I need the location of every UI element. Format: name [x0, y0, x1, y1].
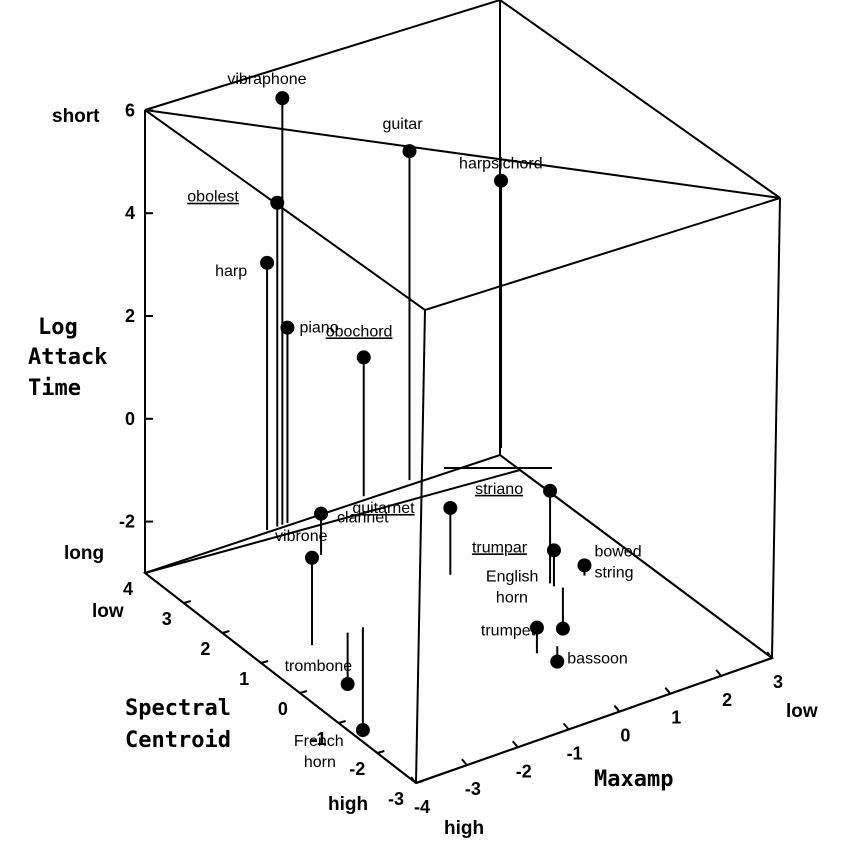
point-label: French — [294, 733, 344, 750]
x-axis-title: Maxamp — [594, 767, 673, 792]
z-low-label: long — [64, 543, 104, 564]
point-label: harp — [215, 263, 247, 280]
point-label: vibraphone — [227, 71, 306, 88]
point-label: obochord — [326, 323, 393, 340]
point-label: horn — [496, 590, 528, 607]
z-tick-label: 2 — [125, 306, 135, 326]
point-label: trumpet — [481, 623, 536, 640]
y-axis-title-line2: Centroid — [125, 728, 231, 753]
point-marker — [494, 173, 509, 188]
z-axis-ticks: -2 0 2 4 6 — [119, 100, 153, 532]
y-tick-label: 2 — [200, 639, 210, 659]
point-marker — [555, 621, 570, 636]
x-axis-ticks: -4 -3 -2 -1 0 1 2 3 — [410, 651, 783, 817]
y-tick-label: 3 — [162, 609, 172, 629]
y-low-label: high — [328, 794, 368, 815]
stem-lines — [266, 98, 586, 731]
point-marker — [577, 558, 592, 573]
point-label: English — [486, 569, 538, 586]
point-label: piano — [299, 320, 338, 337]
y-tick-label: -1 — [311, 729, 327, 749]
point-label: trumpar — [472, 539, 528, 556]
point-label: bassoon — [567, 651, 628, 668]
y-axis-title-line1: Spectral — [125, 696, 231, 721]
point-label: string — [594, 564, 633, 581]
point-labels: vibraphone obolest harp piano guitar harpsich… — [187, 71, 641, 771]
point-label: obolest — [187, 189, 239, 206]
point-marker — [443, 500, 458, 515]
point-marker — [305, 550, 320, 565]
point-label: guitarnet — [352, 500, 415, 517]
point-label: bowed — [594, 543, 641, 560]
z-tick-label: 0 — [125, 409, 135, 429]
point-marker — [355, 723, 370, 738]
z-high-label: short — [52, 106, 100, 127]
y-tick-label: 0 — [278, 699, 288, 719]
x-tick-label: 2 — [722, 690, 732, 710]
point-label: guitar — [383, 116, 424, 133]
point-marker — [402, 144, 417, 159]
y-high-label: low — [92, 601, 124, 622]
z-tick-label: -2 — [119, 512, 135, 532]
point-label: horn — [304, 754, 336, 771]
point-marker — [356, 350, 371, 365]
x-tick-label: -2 — [516, 761, 532, 781]
point-marker — [543, 483, 558, 498]
point-marker — [270, 195, 285, 210]
point-marker — [550, 654, 565, 669]
y-tick-label: -2 — [349, 759, 365, 779]
z-tick-label: 4 — [125, 203, 135, 223]
z-axis-title-line1: Log — [38, 315, 78, 340]
x-tick-label: 3 — [773, 672, 783, 692]
x-tick-label: 1 — [671, 708, 681, 728]
point-marker — [280, 320, 295, 335]
point-marker — [260, 255, 275, 270]
data-points — [260, 91, 592, 738]
x-high-label: low — [786, 701, 818, 722]
point-label: vibrone — [275, 528, 328, 545]
point-marker — [546, 543, 561, 558]
y-tick-label: 4 — [123, 579, 133, 599]
point-marker — [529, 620, 544, 635]
point-label: trombone — [285, 658, 353, 675]
y-tick-label: 1 — [239, 669, 249, 689]
z-tick-label: 6 — [125, 100, 135, 120]
x-tick-label: 0 — [620, 726, 630, 746]
point-label: striano — [475, 481, 523, 498]
point-label: clarinet — [337, 510, 389, 527]
x-low-label: high — [444, 818, 484, 839]
point-marker — [275, 91, 290, 106]
x-tick-label: -3 — [465, 779, 481, 799]
point-marker — [314, 506, 329, 521]
bounding-box — [142, 0, 781, 785]
point-label: harpsichord — [459, 156, 543, 173]
y-axis-ticks: -3 -2 -1 0 1 2 3 4 — [123, 570, 424, 809]
point-marker — [340, 677, 355, 692]
x-tick-label: -1 — [567, 743, 583, 763]
x-tick-label: -4 — [414, 797, 430, 817]
z-axis-title-line2: Attack — [28, 345, 107, 370]
z-axis-title-line3: Time — [28, 376, 81, 401]
y-tick-label: -3 — [388, 789, 404, 809]
